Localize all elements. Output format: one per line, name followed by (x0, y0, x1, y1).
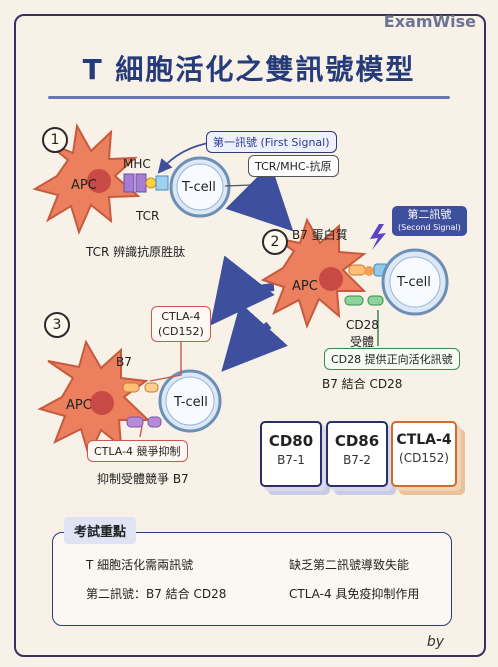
step2-apc-cell (260, 217, 367, 329)
flow-arrow-2-to-3-lower (221, 302, 288, 372)
step-number-1: 1 (42, 127, 68, 153)
step3-apc-label: APC (66, 398, 92, 413)
step3-b7-label: B7 (116, 355, 132, 369)
step3-caption: 抑制受體競爭 B7 (97, 472, 189, 486)
second-signal-badge: 第二訊號 (Second Signal) (392, 206, 467, 236)
signature: by (426, 634, 444, 650)
cd86-sub: B7-2 (343, 453, 371, 467)
brand-logo: ExamWise (383, 12, 476, 31)
step1-t-cell (169, 156, 231, 218)
first-signal-callout: 第一訊號 (First Signal) (206, 131, 337, 153)
complex-callout: TCR/MHC-抗原 (248, 155, 339, 177)
b7-protein-label: B7 蛋白質 (292, 228, 348, 242)
summary-heading: 考試重點 (64, 517, 137, 544)
step1-tcell-label: T-cell (182, 180, 216, 195)
page-title: T 細胞活化之雙訊號模型 (82, 53, 416, 86)
step3-ctla4-b7-complex (122, 382, 162, 428)
step3-tcell-label: T-cell (174, 395, 208, 410)
second-signal-english: (Second Signal) (398, 223, 461, 232)
summary-item-4: CTLA-4 具免疫抑制作用 (289, 587, 420, 601)
step1-caption: TCR 辨識抗原胜肽 (86, 245, 186, 259)
ctla4-callout: CTLA-4 (CD152) (151, 306, 211, 342)
cd80-card: CD80 B7-1 (260, 421, 322, 487)
step2-b7-cd28-complex (344, 263, 389, 306)
compete-pointer (139, 425, 143, 438)
summary-item-3: 第二訊號：B7 結合 CD28 (86, 587, 227, 601)
flow-arrow-2-to-3-upper (210, 255, 275, 326)
flow-arrow-1-to-2 (225, 163, 294, 232)
ctla4-card-name: CTLA-4 (396, 432, 452, 448)
step2-t-cell (381, 248, 449, 316)
step1-tcr-mhc-complex (123, 173, 169, 193)
cd86-name: CD86 (334, 432, 380, 450)
ctla4-alias: (CD152) (158, 325, 204, 338)
receptor-label: 受體 (350, 335, 375, 349)
step2-apc-label: APC (292, 279, 318, 294)
summary-box (52, 532, 452, 626)
summary-item-1: T 細胞活化需兩訊號 (86, 558, 194, 572)
ctla4-card-sub: (CD152) (399, 451, 449, 465)
cd28-label: CD28 (346, 318, 379, 332)
cd80-sub: B7-1 (277, 453, 305, 467)
step3-t-cell (158, 369, 222, 433)
mhc-label: MHC (123, 157, 151, 171)
page-frame (14, 14, 486, 657)
step2-tcell-label: T-cell (397, 275, 431, 290)
second-signal-label: 第二訊號 (407, 208, 452, 221)
cd80-name: CD80 (268, 432, 314, 450)
lightning-icon (370, 224, 386, 250)
step-number-2: 2 (262, 229, 288, 255)
cd86-card: CD86 B7-2 (326, 421, 388, 487)
compete-callout: CTLA-4 競爭抑制 (87, 440, 188, 462)
summary-item-2: 缺乏第二訊號導致失能 (289, 558, 410, 572)
ctla4-card: CTLA-4 (CD152) (391, 421, 457, 487)
step1-apc-cell (32, 122, 141, 235)
costim-callout: CD28 提供正向活化訊號 (324, 348, 460, 370)
ctla4-name: CTLA-4 (161, 310, 201, 323)
title-underline (48, 96, 450, 99)
step1-apc-label: APC (71, 178, 97, 193)
tcr-label: TCR (136, 209, 160, 223)
step-number-3: 3 (44, 312, 70, 338)
ctla4-pointer (149, 337, 182, 382)
step2-caption: B7 結合 CD28 (322, 377, 403, 391)
